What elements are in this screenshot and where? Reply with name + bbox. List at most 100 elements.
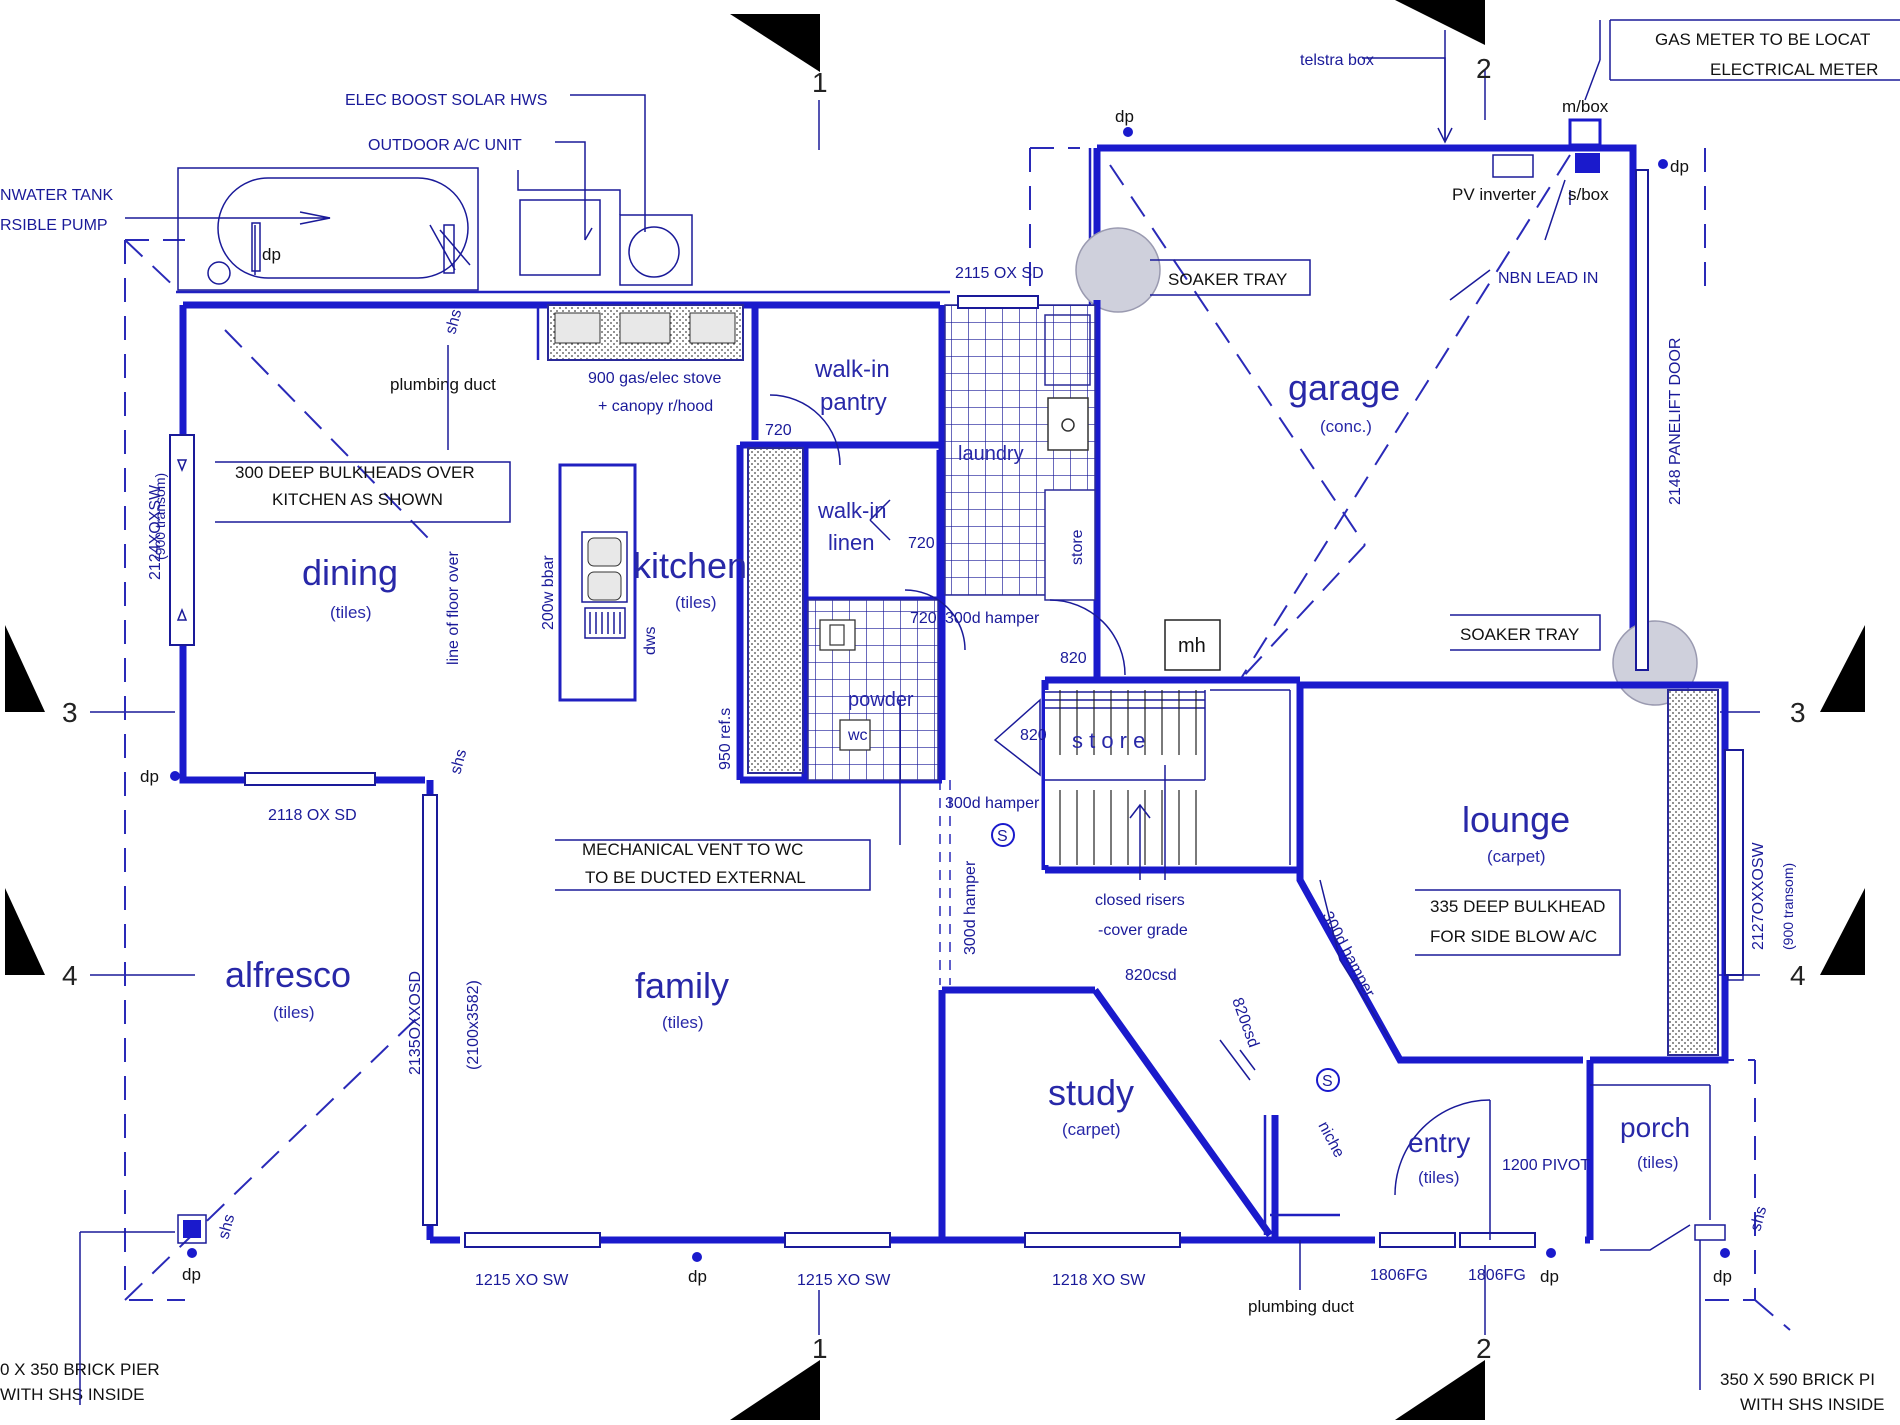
note-dp-bottom-left: dp	[182, 1265, 201, 1284]
room-kitchen-finish: (tiles)	[675, 593, 717, 612]
door-alfresco-sliding	[422, 794, 438, 1226]
dim-820csd: 820csd	[1125, 967, 1177, 984]
room-porch: porch	[1620, 1112, 1690, 1143]
note-stove-2: + canopy r/hood	[598, 398, 713, 415]
axis-2-bottom: 2	[1476, 1333, 1492, 1364]
axis-4-left: 4	[62, 960, 78, 991]
room-alfresco: alfresco	[225, 954, 351, 995]
dim-720-a: 720	[765, 422, 792, 439]
service-zone	[536, 304, 1126, 784]
solar-hws	[628, 226, 680, 278]
room-powder: powder	[848, 689, 914, 711]
room-garage: garage	[1288, 367, 1400, 408]
note-shs-4: shs	[1747, 1205, 1770, 1233]
dim-ox-sd-top: 2115 OX SD	[955, 265, 1044, 282]
staircase	[993, 689, 1291, 880]
note-gas-meter-1: GAS METER TO BE LOCAT	[1655, 30, 1870, 49]
dim-ox-sd-left: 2118 OX SD	[268, 807, 357, 824]
note-mech-vent-1: MECHANICAL VENT TO WC	[582, 840, 803, 859]
dim-fg-2: 1806FG	[1468, 1267, 1526, 1284]
note-dp-bottom: dp	[688, 1267, 707, 1286]
window-lounge	[1724, 749, 1744, 976]
room-alfresco-finish: (tiles)	[273, 1003, 315, 1022]
note-dws: dws	[642, 627, 659, 655]
note-rainwater-1: NWATER TANK	[0, 187, 114, 204]
note-brick-pier-right-1: 350 X 590 BRICK PI	[1720, 1370, 1875, 1389]
axis-1-bottom: 1	[812, 1333, 828, 1364]
tank-slab	[177, 167, 479, 291]
room-garage-finish: (conc.)	[1320, 417, 1372, 436]
dim-window-left-transom: (900 transom)	[152, 473, 168, 560]
note-mbox: m/box	[1562, 97, 1609, 116]
manhole	[1164, 619, 1221, 671]
axis-1-top: 1	[812, 67, 828, 98]
room-dining: dining	[302, 552, 398, 593]
room-lounge-finish: (carpet)	[1487, 847, 1546, 866]
smoke-alarm-icon	[991, 823, 1015, 847]
room-walk-in-pantry-1: walk-in	[814, 356, 890, 383]
window-study	[1024, 1232, 1181, 1248]
note-shs-1: shs	[442, 308, 465, 336]
dim-720-c: 720	[908, 535, 935, 552]
room-laundry: laundry	[958, 443, 1024, 465]
symbols: S S	[170, 127, 1730, 1262]
note-hamper-1: 300d hamper	[945, 610, 1040, 627]
door-laundry-sliding	[957, 295, 1039, 309]
dim-window-left: 2124XOXSW	[147, 484, 164, 580]
axis-triangle-3-left	[5, 625, 45, 712]
note-dp-entry: dp	[1540, 1267, 1559, 1286]
note-bulkhead-kitchen-2: KITCHEN AS SHOWN	[272, 490, 443, 509]
manhole-label: mh	[1178, 635, 1206, 657]
dim-window-1: 1215 XO SW	[475, 1272, 569, 1289]
wc-label: wc	[847, 727, 868, 744]
room-entry: entry	[1408, 1127, 1470, 1158]
dim-window-right: 2127OXXOSW	[1750, 842, 1767, 951]
axis-3-left: 3	[62, 697, 78, 728]
note-shs-2: shs	[447, 748, 470, 776]
garage-area	[1075, 19, 1900, 706]
room-lounge: lounge	[1462, 799, 1570, 840]
room-kitchen: kitchen	[633, 545, 747, 586]
pv-inverter-box	[1492, 154, 1534, 178]
note-bulkhead-lounge-1: 335 DEEP BULKHEAD	[1430, 897, 1605, 916]
note-shs-3: shs	[215, 1213, 238, 1241]
note-dp-porch: dp	[1713, 1267, 1732, 1286]
laundry-tub	[1047, 397, 1089, 451]
note-hamper-3: 300d hamper	[962, 860, 979, 955]
mbox-icon	[1568, 118, 1602, 147]
note-dp-tank: dp	[262, 245, 281, 264]
note-hamper-4: 300d hamper	[1318, 909, 1378, 1001]
room-entry-finish: (tiles)	[1418, 1168, 1460, 1187]
window-family-2	[784, 1232, 891, 1248]
axis-triangle-1-bot	[730, 1360, 820, 1420]
note-rainwater-2: RSIBLE PUMP	[0, 217, 108, 234]
store-label: store	[1069, 529, 1086, 565]
room-stair-store: s t o r e	[1072, 728, 1145, 753]
room-dining-finish: (tiles)	[330, 603, 372, 622]
note-refs: 950 ref.s	[717, 708, 734, 770]
note-dp-top: dp	[1115, 107, 1134, 126]
smoke-alarm-icon	[1316, 1068, 1340, 1092]
room-family-finish: (tiles)	[662, 1013, 704, 1032]
outdoor-ac-unit	[519, 199, 601, 276]
axis-3-right: 3	[1790, 697, 1806, 728]
note-niche: niche	[1314, 1119, 1347, 1161]
lounge-fixtures	[1219, 689, 1744, 1081]
room-walk-in-pantry-2: pantry	[820, 389, 887, 416]
soaker-tray-top	[1075, 227, 1161, 313]
axis-4-right: 4	[1790, 960, 1806, 991]
note-gas-meter-2: ELECTRICAL METER	[1710, 60, 1878, 79]
roof-lines	[124, 147, 1791, 1331]
axis-markers: 1 1 2 2 3 4 3 4	[5, 0, 1865, 1420]
note-bbar: 200w bbar	[540, 555, 557, 630]
note-elec-boost: ELEC BOOST SOLAR HWS	[345, 92, 547, 109]
room-walk-in-linen-2: linen	[828, 530, 874, 555]
note-line-floor-over: line of floor over	[445, 550, 462, 665]
note-nbn: NBN LEAD IN	[1498, 270, 1598, 287]
note-closed-risers-2: -cover grade	[1098, 922, 1188, 939]
note-soaker-tray-1: SOAKER TRAY	[1168, 270, 1287, 289]
window-fg-2	[1459, 1232, 1536, 1248]
dim-820csd-vertical: 820csd	[1228, 996, 1262, 1050]
room-study: study	[1048, 1072, 1134, 1113]
note-mech-vent-2: TO BE DUCTED EXTERNAL	[585, 868, 806, 887]
